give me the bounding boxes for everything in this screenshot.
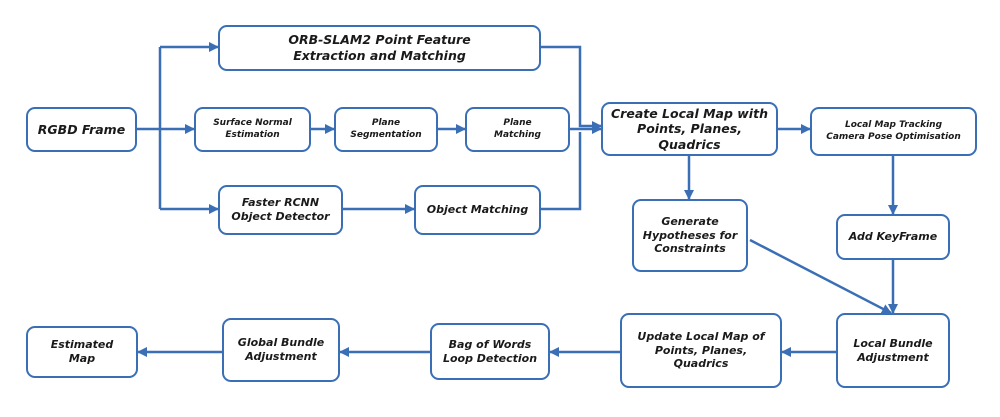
node-estimated-map: Estimated Map (26, 326, 138, 378)
node-rgbd-frame: RGBD Frame (26, 107, 137, 152)
node-surface-normal-label: Surface Normal Estimation (213, 118, 292, 140)
node-global-bundle-adjustment-label: Global Bundle Adjustment (237, 336, 325, 363)
node-local-map-tracking-label: Local Map Tracking Camera Pose Optimisat… (826, 120, 961, 142)
node-local-bundle-adjustment-label: Local Bundle Adjustment (853, 336, 933, 364)
node-local-bundle-adjustment: Local Bundle Adjustment (836, 313, 950, 388)
node-create-local-map-label: Create Local Map with Points, Planes, Qu… (611, 105, 768, 152)
node-plane-matching-label: Plane Matching (493, 118, 541, 140)
node-rgbd-frame-label: RGBD Frame (37, 121, 126, 137)
node-faster-rcnn: Faster RCNN Object Detector (218, 185, 343, 235)
node-update-local-map: Update Local Map of Points, Planes, Quad… (620, 313, 782, 388)
node-update-local-map-label: Update Local Map of Points, Planes, Quad… (637, 329, 765, 371)
node-bag-of-words-label: Bag of Words Loop Detection (442, 337, 538, 365)
node-create-local-map: Create Local Map with Points, Planes, Qu… (601, 102, 778, 156)
node-orb-slam2: ORB-SLAM2 Point Feature Extraction and M… (218, 25, 541, 71)
node-plane-segmentation: Plane Segmentation (334, 107, 438, 152)
node-generate-hypotheses: Generate Hypotheses for Constraints (632, 199, 748, 272)
node-orb-slam2-label: ORB-SLAM2 Point Feature Extraction and M… (288, 32, 471, 63)
node-global-bundle-adjustment: Global Bundle Adjustment (222, 318, 340, 382)
node-add-keyframe-label: Add KeyFrame (848, 230, 938, 244)
node-object-matching-label: Object Matching (426, 203, 529, 217)
edge-objmatch-localmap (541, 132, 582, 211)
edge-orb-localmap (541, 45, 602, 131)
node-surface-normal: Surface Normal Estimation (194, 107, 311, 152)
node-estimated-map-label: Estimated Map (50, 338, 114, 365)
node-object-matching: Object Matching (414, 185, 541, 235)
node-generate-hypotheses-label: Generate Hypotheses for Constraints (642, 214, 738, 256)
node-faster-rcnn-label: Faster RCNN Object Detector (231, 196, 330, 223)
node-add-keyframe: Add KeyFrame (836, 214, 950, 260)
node-local-map-tracking: Local Map Tracking Camera Pose Optimisat… (810, 107, 977, 156)
node-plane-matching: Plane Matching (465, 107, 570, 152)
edge-hypo-lba (749, 238, 892, 315)
node-bag-of-words: Bag of Words Loop Detection (430, 323, 550, 380)
node-plane-segmentation-label: Plane Segmentation (350, 118, 422, 140)
